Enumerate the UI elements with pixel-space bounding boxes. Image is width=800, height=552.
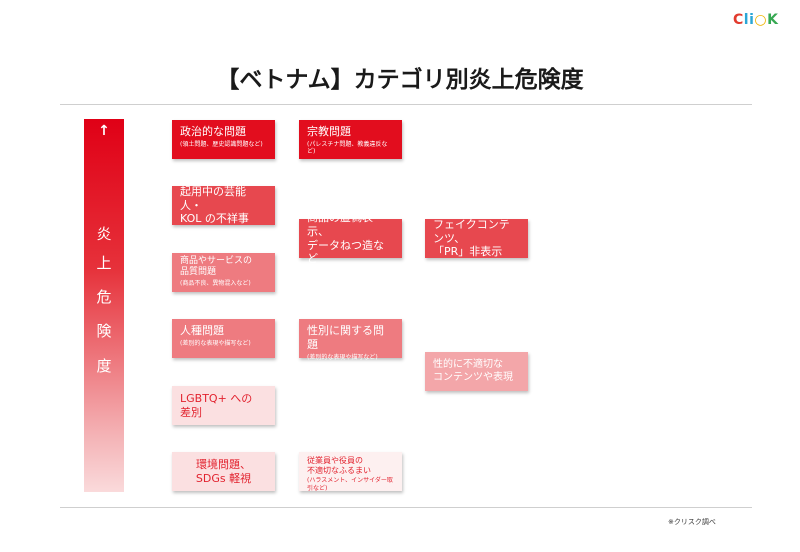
box-main: 差別 — [180, 405, 202, 419]
box-main: 商品やサービスの — [180, 256, 253, 266]
box-main: 環境問題、 — [196, 457, 251, 471]
box-main: 性的に不適切な — [433, 359, 503, 370]
box-religion: 宗教問題 (パレスチナ問題、教義違反など) — [299, 120, 402, 159]
box-main: KOL の不祥事 — [180, 212, 249, 226]
box-sub: (商品不良、異物混入など) — [180, 279, 251, 287]
box-main: 人種問題 — [180, 324, 224, 337]
axis-char: 危 — [96, 288, 112, 306]
box-main: 宗教問題 — [307, 125, 351, 138]
box-sub: (パレスチナ問題、教義違反など) — [307, 140, 388, 156]
box-main: 商品の虚偽表示、 — [307, 211, 373, 238]
box-product-false: 商品の虚偽表示、 データねつ造など — [299, 211, 402, 265]
box-main: コンテンツや表現 — [433, 371, 513, 383]
logo-letter-l: l — [743, 12, 750, 28]
box-lgbtq: LGBTQ+ への 差別 — [172, 386, 275, 425]
bottom-divider — [60, 507, 752, 508]
footnote: ※クリスク調べ — [668, 518, 716, 526]
risk-axis-bar: ↑ 炎 上 危 険 度 — [84, 119, 124, 492]
box-main: 不適切なふるまい — [307, 466, 371, 475]
axis-char: 険 — [96, 322, 112, 340]
box-employee: 従業員や役員の 不適切なふるまい (ハラスメント、インサイダー取引など) — [299, 452, 402, 492]
box-main: 品質問題 — [180, 267, 217, 278]
box-main: フェイクコンテンツ、 — [433, 217, 510, 245]
clisk-logo: Cli○K — [733, 12, 778, 28]
box-sub: (領土問題、歴史認識問題など) — [180, 140, 263, 148]
box-sub: (ハラスメント、インサイダー取引など) — [307, 477, 393, 492]
axis-char: 度 — [96, 357, 112, 375]
box-main: LGBTQ+ への — [180, 391, 253, 405]
box-gender: 性別に関する問題 (差別的な表現や描写など) — [299, 319, 402, 361]
box-quality: 商品やサービスの 品質問題 (商品不良、異物混入など) — [172, 253, 275, 292]
box-sub: (差別的な表現や描写など) — [307, 353, 378, 361]
box-kol: 起用中の芸能人・ KOL の不祥事 — [172, 184, 275, 226]
logo-letter-k: K — [767, 12, 779, 28]
logo-letter-c: C — [733, 12, 744, 28]
box-fake-content: フェイクコンテンツ、 「PR」非表示 — [425, 217, 528, 259]
page-title: 【ベトナム】カテゴリ別炎上危険度 — [216, 67, 584, 93]
box-main: 「PR」非表示 — [433, 245, 503, 259]
box-main: 起用中の芸能人・ — [180, 184, 246, 212]
box-main: SDGs 軽視 — [195, 471, 252, 485]
up-arrow-icon: ↑ — [98, 123, 110, 139]
box-race: 人種問題 (差別的な表現や描写など) — [172, 319, 275, 358]
axis-char: 炎 — [96, 225, 112, 243]
box-sub: (差別的な表現や描写など) — [180, 339, 251, 347]
box-main: 従業員や役員の — [307, 456, 363, 465]
box-sexual-content: 性的に不適切な コンテンツや表現 — [425, 352, 528, 391]
box-main: データねつ造など — [307, 238, 384, 266]
logo-ring-icon: ○ — [754, 12, 768, 28]
axis-char: 上 — [96, 254, 112, 272]
box-environment: 環境問題、 SDGs 軽視 — [172, 452, 275, 491]
box-politics: 政治的な問題 (領土問題、歴史認識問題など) — [172, 120, 275, 159]
top-divider — [60, 104, 752, 105]
box-main: 性別に関する問題 — [307, 324, 384, 351]
box-main: 政治的な問題 — [180, 125, 246, 138]
logo-letter-i: i — [749, 12, 755, 28]
